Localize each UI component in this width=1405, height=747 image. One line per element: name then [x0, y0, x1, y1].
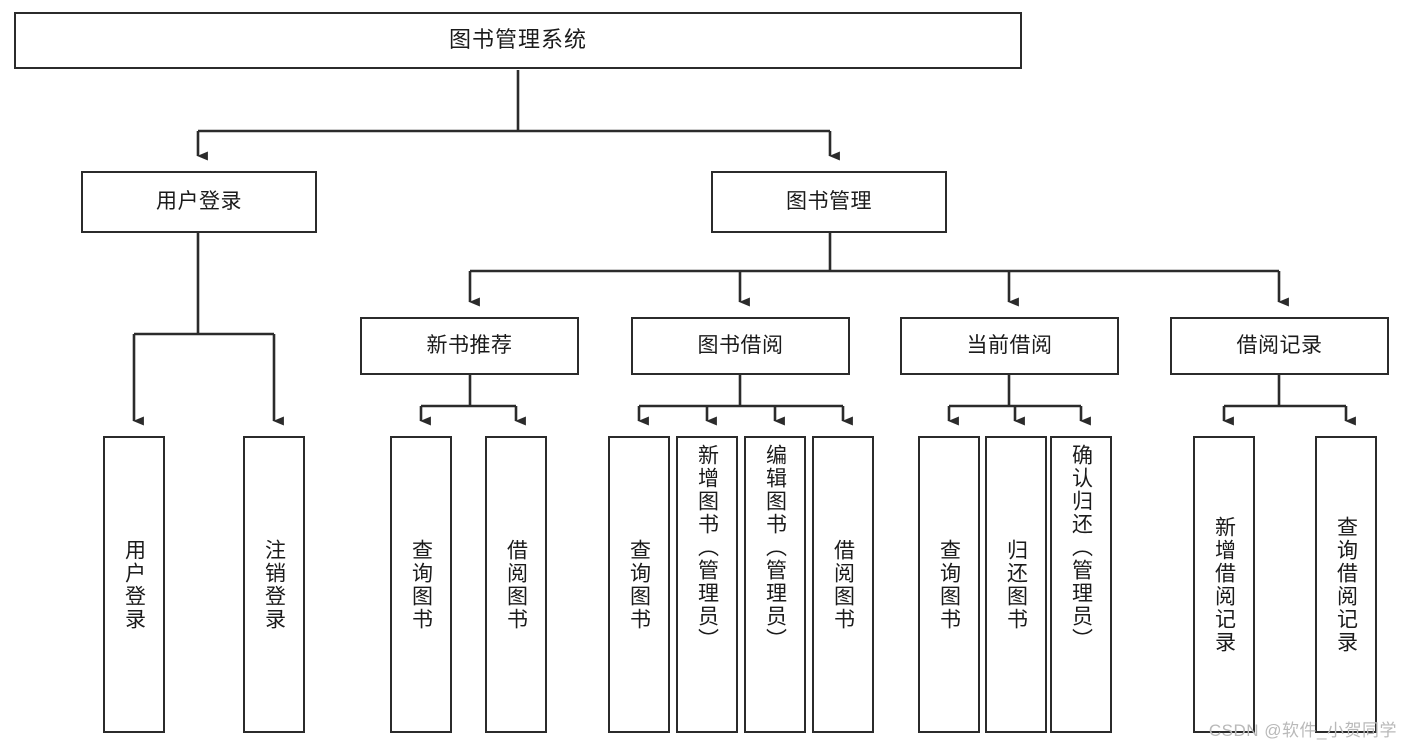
- leaf-edit-book-label: 编辑图书（管理员）: [763, 444, 787, 651]
- leaf-return-book[interactable]: 归还图书: [985, 436, 1047, 733]
- node-book-manage[interactable]: 图书管理: [711, 171, 947, 233]
- leaf-confirm-return[interactable]: 确认归还（管理员）: [1050, 436, 1112, 733]
- leaf-edit-book[interactable]: 编辑图书（管理员）: [744, 436, 806, 733]
- node-root[interactable]: 图书管理系统: [14, 12, 1022, 69]
- leaf-add-borrow-record[interactable]: 新增借阅记录: [1193, 436, 1255, 733]
- leaf-user-logout[interactable]: 注销登录: [243, 436, 305, 733]
- leaf-borrow-book-label: 借阅图书: [831, 538, 855, 631]
- node-user-login[interactable]: 用户登录: [81, 171, 317, 233]
- node-root-label: 图书管理系统: [448, 27, 587, 53]
- leaf-query-book-current-label: 查询图书: [937, 538, 961, 631]
- leaf-add-borrow-record-label: 新增借阅记录: [1212, 515, 1236, 654]
- leaf-query-book-rec-label: 查询图书: [409, 538, 433, 631]
- leaf-user-login[interactable]: 用户登录: [103, 436, 165, 733]
- leaf-query-borrow-record-label: 查询借阅记录: [1334, 515, 1358, 654]
- leaf-return-book-label: 归还图书: [1004, 538, 1028, 631]
- leaf-borrow-book[interactable]: 借阅图书: [812, 436, 874, 733]
- node-current-borrow[interactable]: 当前借阅: [900, 317, 1119, 375]
- leaf-user-logout-label: 注销登录: [262, 538, 286, 631]
- node-new-book-recommend-label: 新书推荐: [426, 334, 513, 358]
- leaf-confirm-return-label: 确认归还（管理员）: [1069, 444, 1093, 651]
- node-book-borrow[interactable]: 图书借阅: [631, 317, 850, 375]
- node-book-manage-label: 图书管理: [786, 190, 872, 214]
- node-current-borrow-label: 当前借阅: [966, 334, 1053, 358]
- node-borrow-record-label: 借阅记录: [1236, 334, 1323, 358]
- leaf-query-book-borrow[interactable]: 查询图书: [608, 436, 670, 733]
- node-user-login-label: 用户登录: [156, 190, 242, 214]
- leaf-borrow-book-rec-label: 借阅图书: [504, 538, 528, 631]
- node-borrow-record[interactable]: 借阅记录: [1170, 317, 1389, 375]
- node-new-book-recommend[interactable]: 新书推荐: [360, 317, 579, 375]
- leaf-query-book-borrow-label: 查询图书: [627, 538, 651, 631]
- leaf-borrow-book-rec[interactable]: 借阅图书: [485, 436, 547, 733]
- leaf-add-book[interactable]: 新增图书（管理员）: [676, 436, 738, 733]
- leaf-query-book-current[interactable]: 查询图书: [918, 436, 980, 733]
- leaf-query-borrow-record[interactable]: 查询借阅记录: [1315, 436, 1377, 733]
- watermark-text: CSDN @软件_小贺同学: [1208, 721, 1397, 740]
- leaf-user-login-label: 用户登录: [122, 538, 146, 631]
- leaf-add-book-label: 新增图书（管理员）: [695, 444, 719, 651]
- node-book-borrow-label: 图书借阅: [697, 334, 784, 358]
- leaf-query-book-rec[interactable]: 查询图书: [390, 436, 452, 733]
